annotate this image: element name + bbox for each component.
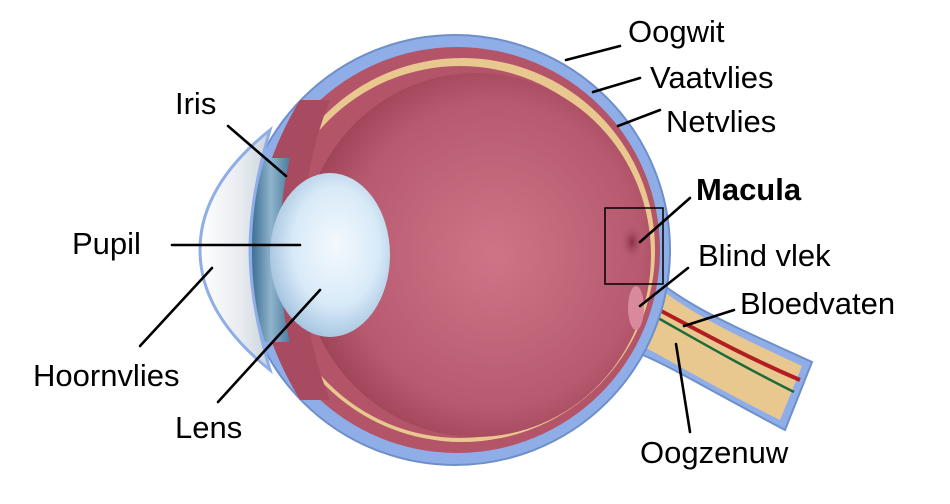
label-oogwit: Oogwit bbox=[628, 14, 725, 49]
label-blind-vlek: Blind vlek bbox=[698, 238, 831, 273]
leader-vaatvlies bbox=[593, 78, 640, 92]
leader-hoornvlies bbox=[140, 268, 212, 346]
lens bbox=[270, 173, 390, 337]
label-macula: Macula bbox=[696, 172, 802, 207]
label-vaatvlies: Vaatvlies bbox=[650, 60, 774, 95]
blind-spot bbox=[628, 286, 644, 330]
label-hoornvlies: Hoornvlies bbox=[33, 358, 179, 393]
label-lens: Lens bbox=[175, 410, 242, 445]
label-oogzenuw: Oogzenuw bbox=[640, 435, 789, 470]
label-bloedvaten: Bloedvaten bbox=[740, 286, 895, 321]
label-netvlies: Netvlies bbox=[666, 104, 776, 139]
leader-oogwit bbox=[566, 46, 620, 60]
label-pupil: Pupil bbox=[72, 226, 141, 261]
label-iris: Iris bbox=[175, 86, 216, 121]
